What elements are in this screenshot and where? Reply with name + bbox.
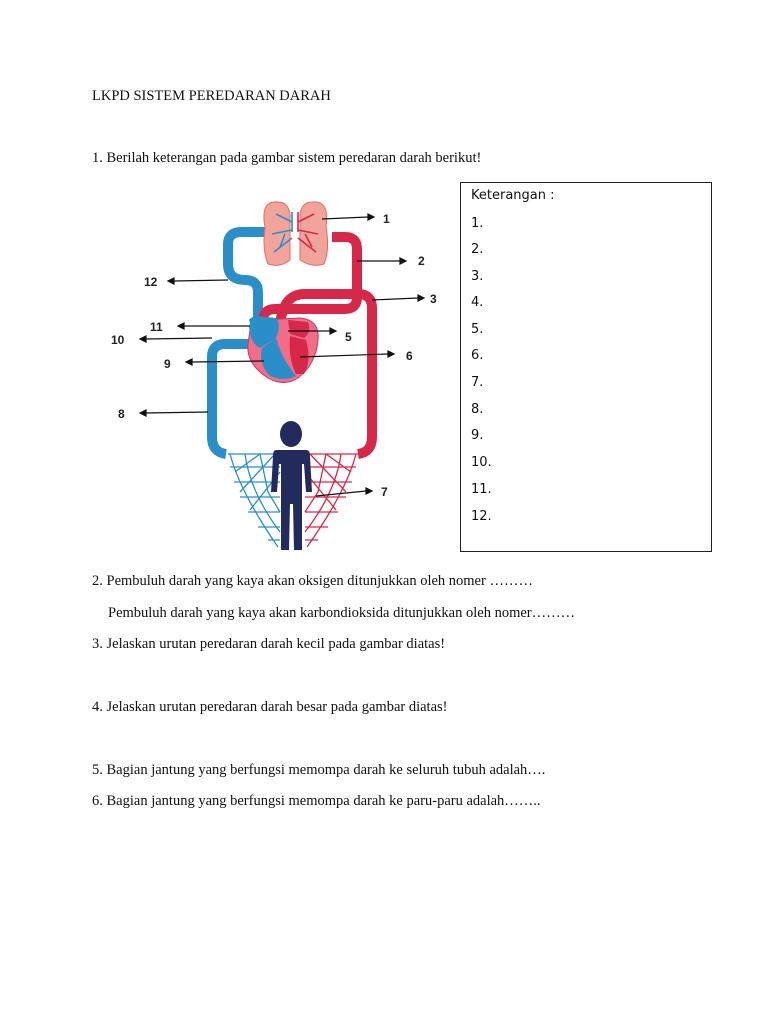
figure-body — [271, 450, 312, 550]
legend-item-9: 9. — [471, 428, 484, 443]
label-10: 10 — [111, 333, 125, 347]
question-1: 1. Berilah keterangan pada gambar sistem… — [92, 150, 482, 166]
body-capillaries — [228, 453, 358, 548]
label-2: 2 — [418, 254, 425, 268]
legend-item-8: 8. — [471, 402, 484, 417]
circulatory-system-diagram: 1 2 3 5 6 7 8 9 10 11 12 — [111, 201, 437, 550]
legend-item-4: 4. — [471, 295, 484, 310]
left-ventricle — [289, 336, 309, 374]
lungs — [263, 201, 329, 266]
legend-item-10: 10. — [471, 455, 492, 470]
label-1: 1 — [383, 212, 390, 226]
label-numbers: 1 2 3 5 6 7 8 9 10 11 12 — [111, 212, 437, 499]
red-capillary-net — [304, 453, 358, 548]
legend-item-6: 6. — [471, 348, 484, 363]
label-12: 12 — [144, 275, 158, 289]
heart — [247, 316, 319, 383]
legend-item-12: 12. — [471, 509, 492, 524]
label-11: 11 — [150, 320, 163, 334]
label-9: 9 — [164, 357, 171, 371]
question-4: 4. Jelaskan urutan peredaran darah besar… — [92, 699, 448, 715]
right-atrium — [249, 316, 279, 348]
blue-capillary-net — [228, 453, 281, 548]
question-5: 5. Bagian jantung yang berfungsi memompa… — [92, 762, 546, 778]
label-5: 5 — [345, 330, 352, 344]
label-8: 8 — [118, 407, 125, 421]
legend-box: Keterangan : 1. 2. 3. 4. 5. 6. 7. 8. 9. … — [460, 182, 712, 552]
question-2b: Pembuluh darah yang kaya akan karbondiok… — [108, 605, 576, 621]
left-atrium — [288, 320, 310, 338]
pulmonary-artery — [218, 247, 250, 332]
label-7: 7 — [381, 485, 388, 499]
human-figure — [271, 421, 312, 550]
legend-item-5: 5. — [471, 322, 484, 337]
question-6: 6. Bagian jantung yang berfungsi memompa… — [92, 793, 541, 809]
question-2a: 2. Pembuluh darah yang kaya akan oksigen… — [92, 573, 533, 589]
label-3: 3 — [430, 292, 437, 306]
vessel-3-aorta — [275, 289, 377, 459]
legend-title: Keterangan : — [471, 188, 555, 203]
right-ventricle — [261, 338, 296, 379]
label-arrows — [138, 213, 426, 497]
blue-pulmonary-loop — [223, 227, 265, 332]
vessel-8-vena-cava — [207, 339, 250, 459]
figure-head — [280, 421, 302, 447]
label-6: 6 — [406, 349, 413, 363]
legend-item-11: 11. — [471, 482, 492, 497]
worksheet-title: LKPD SISTEM PEREDARAN DARAH — [92, 88, 331, 104]
lung-vessels-red — [297, 212, 319, 253]
legend-item-3: 3. — [471, 269, 484, 284]
question-3: 3. Jelaskan urutan peredaran darah kecil… — [92, 636, 446, 652]
lung-vessels-blue — [271, 212, 293, 253]
vessel-2 — [258, 232, 362, 332]
legend-item-2: 2. — [471, 242, 484, 257]
legend-item-1: 1. — [471, 216, 484, 231]
legend-item-7: 7. — [471, 375, 484, 390]
